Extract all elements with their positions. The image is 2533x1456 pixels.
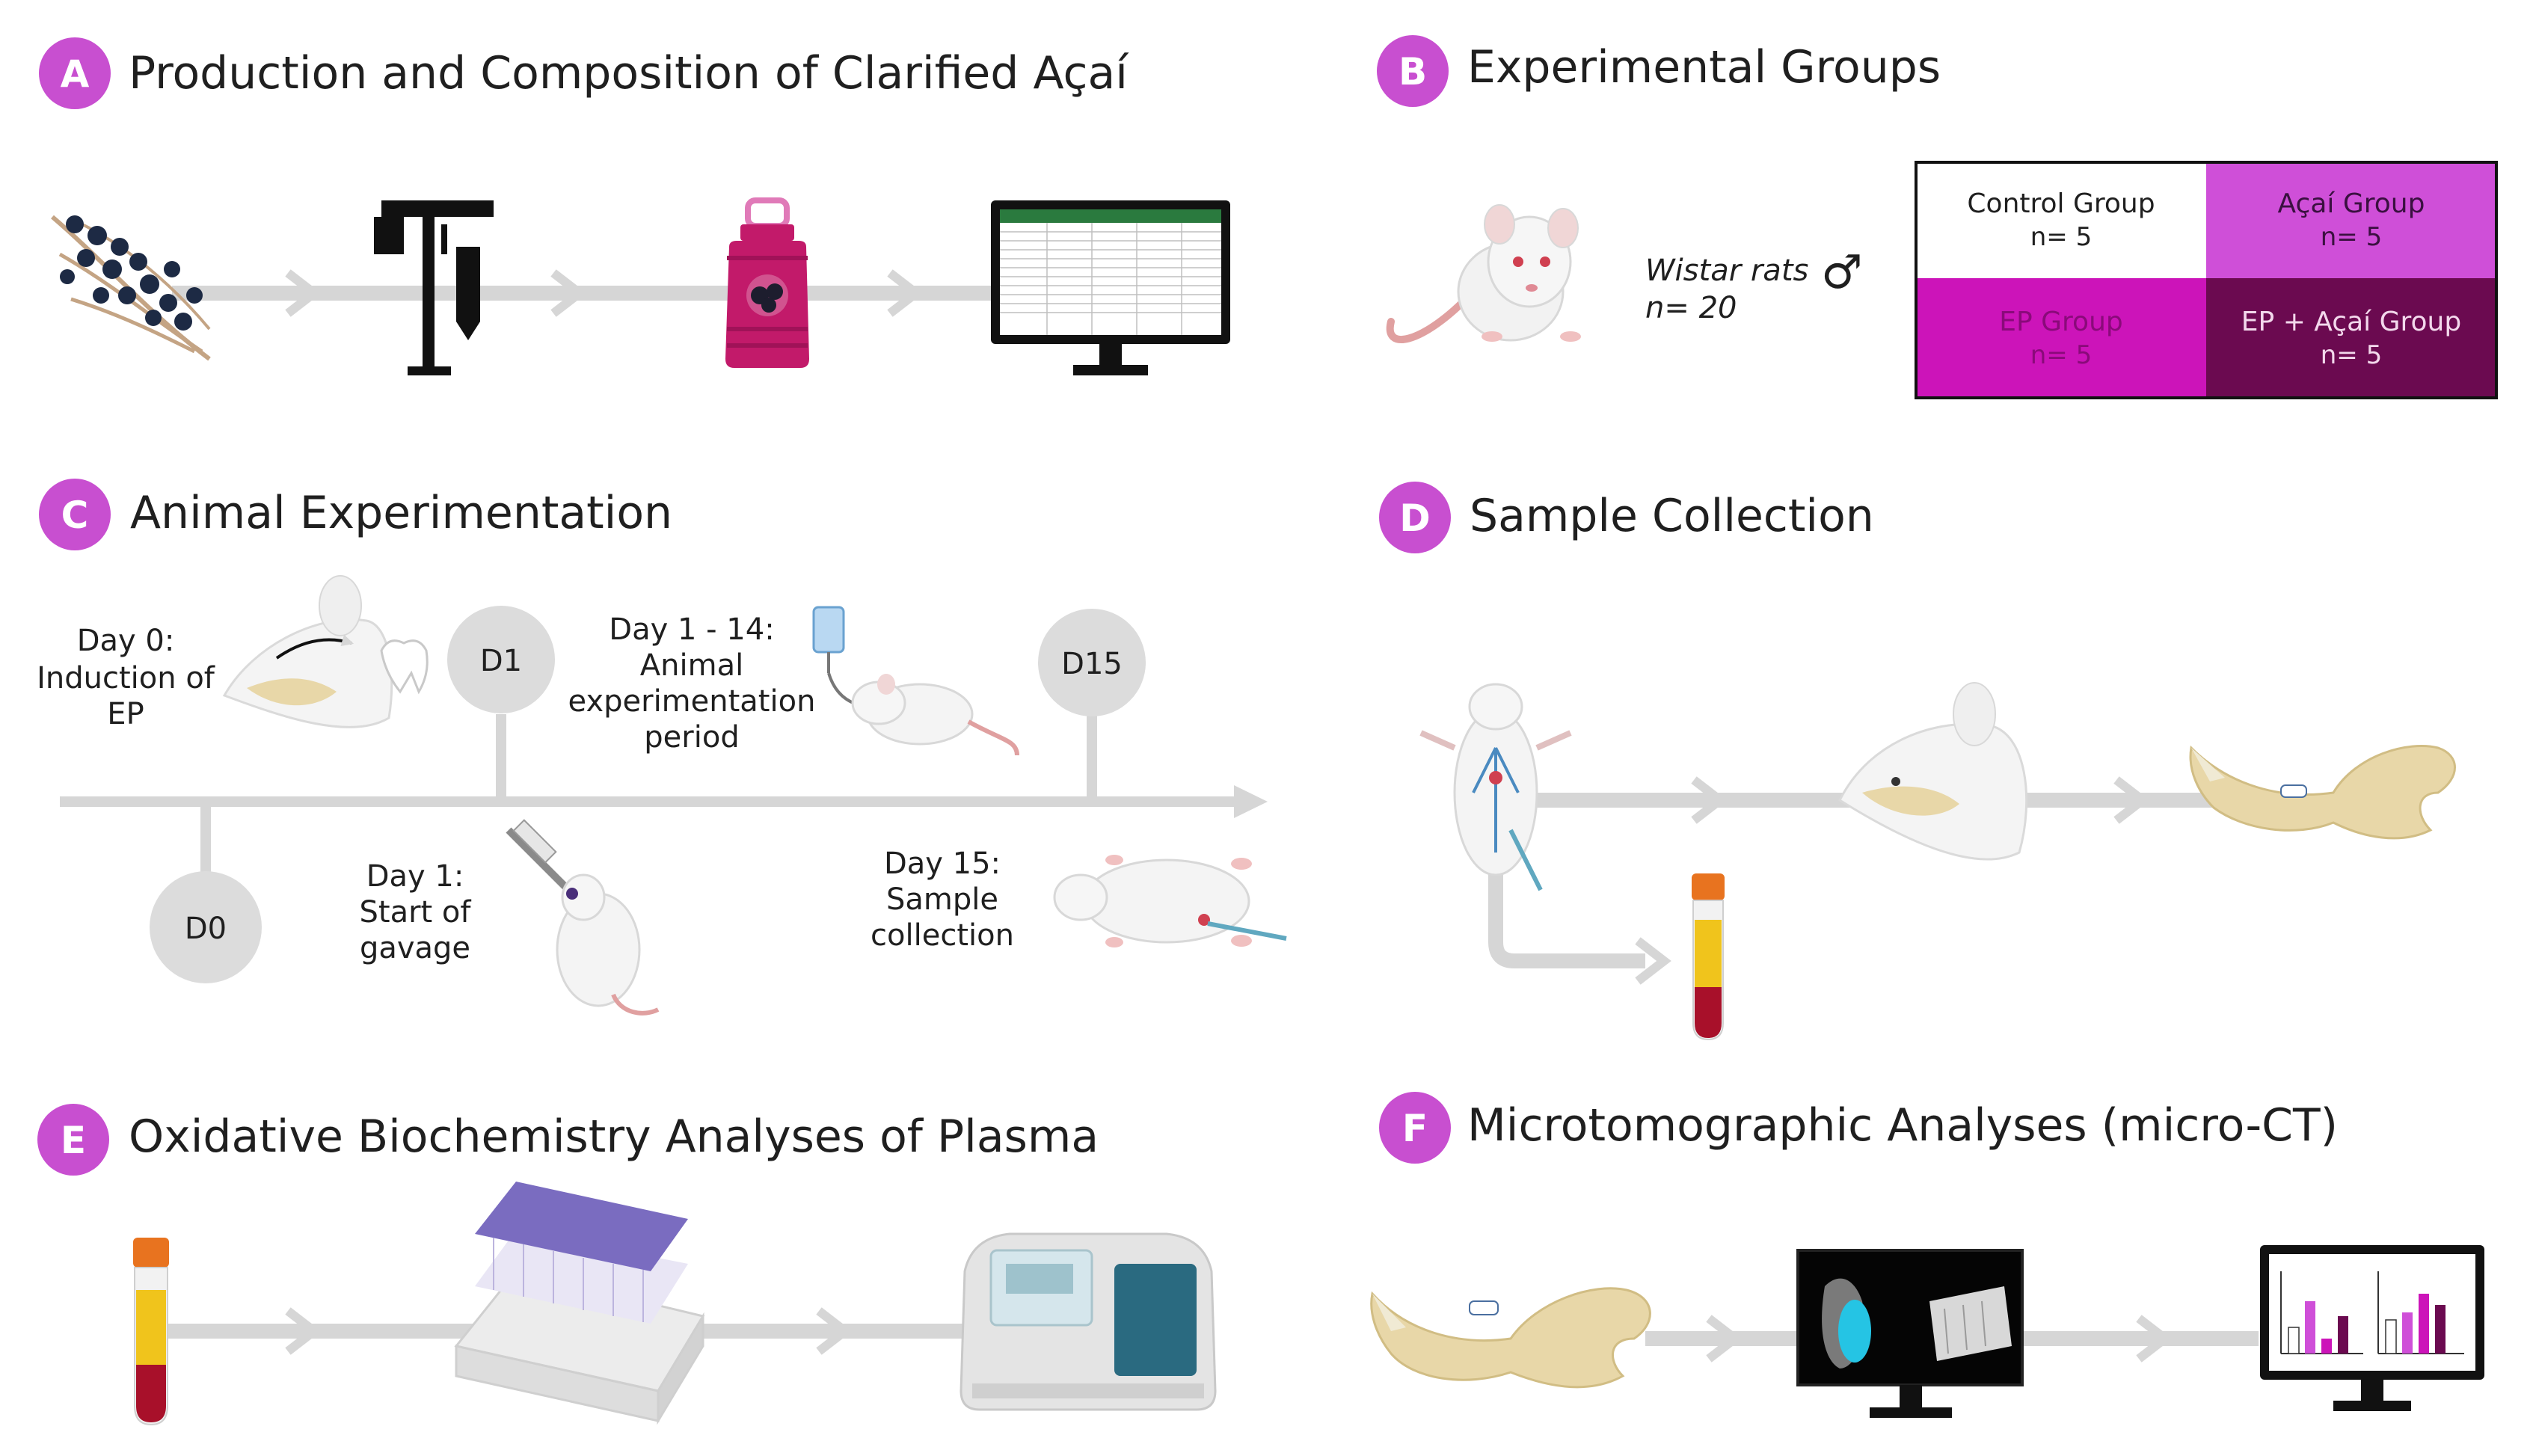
cell-control xyxy=(1916,162,2206,278)
group-name: EP Group xyxy=(1999,307,2123,337)
groups-table: Control Group n= 5 Açaí Group n= 5 EP Gr… xyxy=(1915,161,2498,399)
mandible-icon xyxy=(2189,745,2456,840)
badge-f xyxy=(1379,1092,1451,1164)
mandible-icon xyxy=(1370,1287,1651,1389)
juice-bottle-icon xyxy=(725,197,809,368)
microct-monitor-icon xyxy=(1796,1249,2024,1418)
badge-b xyxy=(1377,35,1449,107)
marker-d15 xyxy=(1038,609,1146,716)
panel-a-chevron xyxy=(550,269,587,317)
panel-b-title: Experimental Groups xyxy=(1467,41,1941,93)
rat-icon xyxy=(1386,204,1581,343)
spectrophotometer-icon xyxy=(960,1232,1217,1411)
badge-d xyxy=(1379,482,1451,553)
group-n: n= 5 xyxy=(2030,340,2092,370)
badge-d-letter: D xyxy=(1399,497,1431,540)
press-machine-icon xyxy=(374,200,494,375)
event-text: Day 1: xyxy=(366,859,464,894)
supine-rat-icon xyxy=(1053,855,1287,947)
event-text: gavage xyxy=(360,931,470,965)
marker-d1 xyxy=(447,606,555,713)
event-day0: Day 0: Induction of EP xyxy=(37,624,215,731)
event-text: Day 0: xyxy=(77,624,175,658)
group-n: n= 5 xyxy=(2030,222,2092,252)
acai-berries-icon xyxy=(51,215,211,361)
marker-d15-label: D15 xyxy=(1061,647,1123,681)
event-text: Day 1 - 14: xyxy=(609,612,774,647)
rats-label: Wistar rats xyxy=(1645,254,1808,288)
badge-a-letter: A xyxy=(61,52,90,96)
badge-b-letter: B xyxy=(1398,50,1427,93)
mouse-bottle-icon xyxy=(812,606,1019,756)
panel-f-title: Microtomographic Analyses (micro-CT) xyxy=(1467,1099,2338,1152)
event-text: Animal xyxy=(640,648,743,683)
event-text: Start of xyxy=(360,895,472,930)
panel-c-title: Animal Experimentation xyxy=(130,487,672,539)
vial-rack-icon xyxy=(454,1182,705,1425)
event-text: Day 15: xyxy=(884,847,1001,881)
blood-tube-icon xyxy=(133,1238,169,1426)
bar-chart-monitor-icon xyxy=(2260,1245,2484,1411)
timeline-arrowhead xyxy=(1234,785,1268,818)
event-text: Induction of xyxy=(37,661,215,695)
panel-a-chevron xyxy=(887,269,924,317)
event-text: period xyxy=(644,720,739,755)
badge-a xyxy=(39,37,111,109)
panel-c: C Animal Experimentation D1 D15 D0 Day 0… xyxy=(37,479,1287,1016)
badge-f-letter: F xyxy=(1402,1107,1428,1150)
group-name: Açaí Group xyxy=(2278,188,2425,219)
panel-d-title: Sample Collection xyxy=(1470,490,1874,542)
event-day15: Day 15: Sample collection xyxy=(871,847,1014,953)
event-text: Sample xyxy=(886,882,998,917)
event-day1-14: Day 1 - 14: Animal experimentation perio… xyxy=(568,612,816,755)
rats-count: n= 20 xyxy=(1645,291,1737,325)
spreadsheet-monitor-icon xyxy=(991,200,1230,375)
badge-c-letter: C xyxy=(61,494,89,537)
panel-b: B Experimental Groups Wistar rats n= 20 … xyxy=(1377,35,2498,399)
event-text: collection xyxy=(871,918,1014,953)
mini-chart-left xyxy=(2280,1271,2363,1354)
marker-d0 xyxy=(150,871,262,983)
blood-tube-icon xyxy=(1692,873,1725,1041)
event-text: EP xyxy=(107,697,144,731)
marker-d1-label: D1 xyxy=(480,644,522,678)
cell-ep-acai xyxy=(2206,278,2496,398)
panel-a-title: Production and Composition of Clarified … xyxy=(129,47,1129,99)
rat-head-icon xyxy=(1838,682,2028,861)
panel-a-chevron xyxy=(285,269,322,317)
badge-c xyxy=(39,479,111,550)
dissected-rat-icon xyxy=(1419,683,1572,891)
panel-d: D Sample Collection xyxy=(1379,482,2456,1041)
panel-e-title: Oxidative Biochemistry Analyses of Plasm… xyxy=(129,1111,1099,1163)
group-n: n= 5 xyxy=(2321,340,2382,370)
group-name: EP + Açaí Group xyxy=(2241,307,2461,337)
cell-ep xyxy=(1916,278,2206,398)
gavage-syringe-icon xyxy=(506,819,660,1016)
marker-d0-label: D0 xyxy=(185,912,227,946)
male-symbol: ♂ xyxy=(1821,245,1863,299)
group-n: n= 5 xyxy=(2321,222,2382,252)
panel-a: A Production and Composition of Clarifie… xyxy=(39,37,1230,375)
badge-e xyxy=(37,1104,109,1176)
panel-e: E Oxidative Biochemistry Analyses of Pla… xyxy=(37,1104,1217,1426)
cell-acai xyxy=(2206,162,2496,278)
badge-e-letter: E xyxy=(61,1119,86,1162)
group-name: Control Group xyxy=(1967,188,2155,219)
panel-f: F Microtomographic Analyses (micro-CT) xyxy=(1370,1092,2484,1418)
mini-chart-right xyxy=(2377,1271,2464,1354)
event-day1: Day 1: Start of gavage xyxy=(360,859,472,965)
rat-head-icon xyxy=(222,575,429,728)
event-text: experimentation xyxy=(568,684,816,719)
